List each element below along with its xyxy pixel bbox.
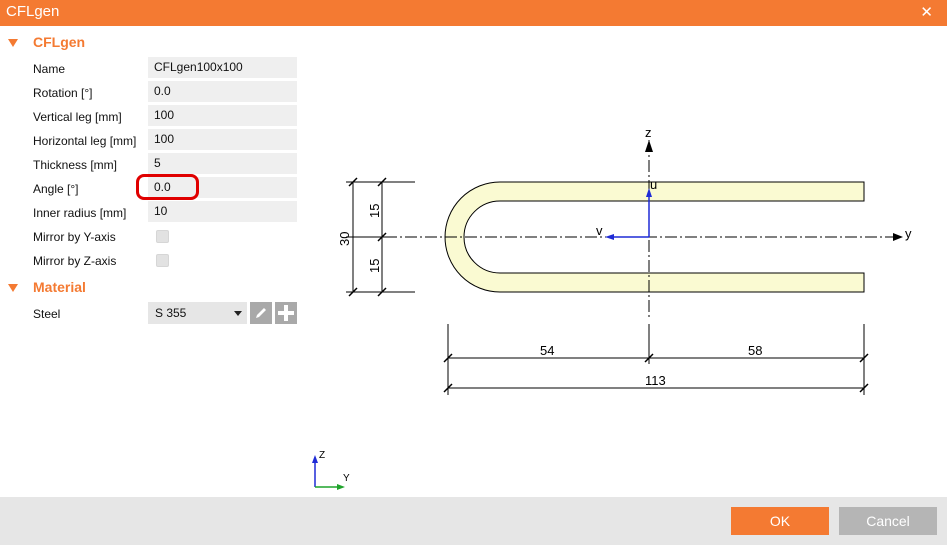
mirror-z-label: Mirror by Z-axis	[33, 254, 117, 268]
collapse-triangle-icon[interactable]	[8, 284, 18, 292]
angle-field[interactable]: 0.0	[148, 177, 297, 198]
dim-tick	[443, 353, 453, 363]
v-axis-arrow	[605, 234, 614, 240]
pencil-icon	[256, 308, 266, 318]
edit-material-button[interactable]	[250, 302, 272, 324]
ok-button[interactable]: OK	[731, 507, 829, 535]
dim-tick	[377, 287, 387, 297]
steel-select-value: S 355	[155, 306, 187, 320]
axis-z-label: z	[645, 125, 652, 140]
dim-tick	[348, 177, 358, 187]
steel-select[interactable]: S 355	[148, 302, 247, 324]
section-title-cflgen: CFLgen	[33, 34, 86, 50]
inner-radius-field[interactable]: 10	[148, 201, 297, 222]
thickness-label: Thickness [mm]	[33, 158, 118, 172]
dim-tick	[859, 353, 869, 363]
dim-tick	[443, 383, 453, 393]
vertical-leg-field[interactable]: 100	[148, 105, 297, 126]
cross-section-drawing: z y u v 15 15 30 54 58 113 Z Y	[312, 125, 912, 490]
plus-icon	[278, 305, 294, 321]
y-axis-arrow	[893, 233, 903, 241]
inner-radius-label: Inner radius [mm]	[33, 206, 127, 220]
v-label: v	[596, 223, 603, 238]
name-label: Name	[33, 62, 66, 76]
mini-axis-y: Y	[343, 473, 350, 484]
title-bar: CFLgen ✕	[0, 0, 947, 26]
cancel-button[interactable]: Cancel	[839, 507, 937, 535]
dim-30: 30	[337, 232, 352, 246]
name-field[interactable]: CFLgen100x100	[148, 57, 297, 78]
chevron-down-icon	[234, 311, 242, 316]
u-label: u	[650, 177, 657, 192]
mirror-y-label: Mirror by Y-axis	[33, 230, 116, 244]
rotation-label: Rotation [°]	[33, 86, 93, 100]
mini-axes-icon: Z Y	[312, 450, 350, 490]
close-icon[interactable]: ✕	[920, 4, 933, 21]
axis-y-label: y	[905, 226, 912, 241]
thickness-field[interactable]: 5	[148, 153, 297, 174]
mirror-y-checkbox[interactable]	[156, 230, 169, 243]
section-title-material: Material	[33, 279, 86, 295]
horizontal-leg-field[interactable]: 100	[148, 129, 297, 150]
dim-58: 58	[748, 343, 762, 358]
add-material-button[interactable]	[275, 302, 297, 324]
dim-113: 113	[645, 373, 666, 388]
vertical-leg-label: Vertical leg [mm]	[33, 110, 122, 124]
dim-tick	[377, 232, 387, 242]
dim-15-top: 15	[367, 204, 382, 218]
profile-shape	[444, 181, 865, 293]
dim-54: 54	[540, 343, 554, 358]
z-axis-arrow	[645, 140, 653, 152]
u-axis-arrow	[646, 188, 652, 197]
rotation-field[interactable]: 0.0	[148, 81, 297, 102]
angle-highlight-annotation	[136, 174, 199, 200]
mirror-z-checkbox[interactable]	[156, 254, 169, 267]
steel-label: Steel	[33, 307, 61, 321]
dim-tick	[859, 383, 869, 393]
angle-label: Angle [°]	[33, 182, 79, 196]
dim-tick	[644, 353, 654, 363]
dim-tick	[377, 177, 387, 187]
dim-tick	[348, 287, 358, 297]
window-title: CFLgen	[6, 3, 60, 20]
collapse-triangle-icon[interactable]	[8, 39, 18, 47]
horizontal-leg-label: Horizontal leg [mm]	[33, 134, 137, 148]
dim-15-bottom: 15	[367, 259, 382, 273]
mini-axis-z: Z	[319, 450, 325, 461]
